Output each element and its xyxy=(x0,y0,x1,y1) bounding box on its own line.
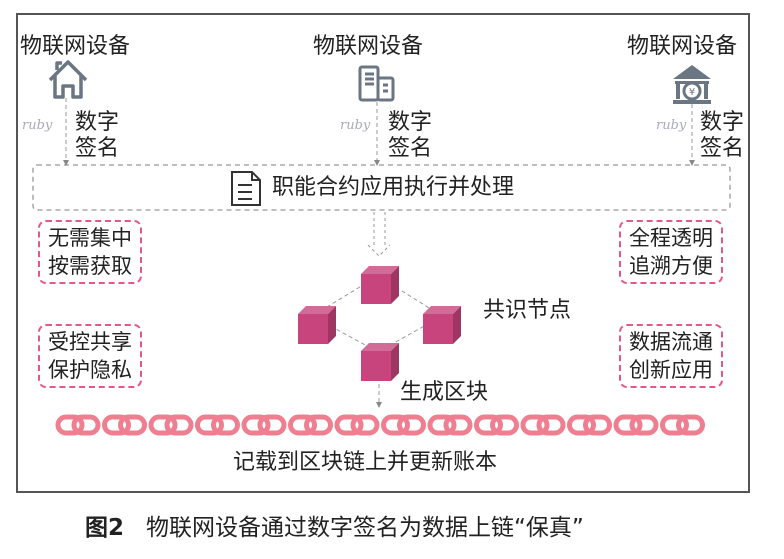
sign-label-1: 数字签名 xyxy=(75,110,120,161)
figure-caption: 图2 物联网设备通过数字签名为数据上链“保真” xyxy=(85,515,584,541)
consensus-node-cube xyxy=(423,306,461,344)
chain-link-icon xyxy=(148,414,194,436)
signature-3: ruby xyxy=(656,118,687,133)
chain-link-icon xyxy=(102,414,147,436)
generate-label: 生成区块 xyxy=(400,380,489,405)
chain-link-icon xyxy=(195,414,240,436)
signature-1: ruby xyxy=(22,118,53,133)
signature-2: ruby xyxy=(340,118,371,133)
chain-link-icon xyxy=(567,414,612,436)
document-icon xyxy=(231,171,261,206)
chain-link-icon xyxy=(241,414,287,436)
ledger-label: 记载到区块链上并更新账本 xyxy=(233,450,498,475)
feature-box-right-1: 全程透明追溯方便 xyxy=(619,220,723,284)
sign-label-3: 数字签名 xyxy=(700,110,745,161)
consensus-node-cube xyxy=(298,306,336,344)
feature-box-left-2: 受控共享保护隐私 xyxy=(38,324,142,388)
building-icon xyxy=(358,65,395,102)
svg-text:¥: ¥ xyxy=(689,87,695,98)
device-label-2: 物联网设备 xyxy=(313,34,424,59)
chain-link-icon xyxy=(613,414,659,436)
consensus-label: 共识节点 xyxy=(483,298,572,323)
chain-link-icon xyxy=(427,414,473,436)
contract-label: 职能合约应用执行并处理 xyxy=(272,175,515,200)
device-label-1: 物联网设备 xyxy=(20,34,131,59)
sign-label-2: 数字签名 xyxy=(388,110,433,161)
device-label-3: 物联网设备 xyxy=(627,34,738,59)
chain-link-icon xyxy=(55,414,101,436)
chain-link-icon xyxy=(520,414,566,436)
chain-link-icon xyxy=(381,414,426,436)
caption-text: 物联网设备通过数字签名为数据上链“保真” xyxy=(146,515,584,541)
chain-link-icon xyxy=(660,414,705,436)
blockchain-chain xyxy=(55,414,705,436)
caption-number: 图2 xyxy=(85,515,125,541)
diagram-frame xyxy=(16,13,750,493)
double-arrow xyxy=(367,212,391,257)
chain-link-icon xyxy=(334,414,380,436)
feature-box-right-2: 数据流通创新应用 xyxy=(619,324,723,388)
feature-box-left-1: 无需集中按需获取 xyxy=(38,220,142,284)
consensus-node-cube xyxy=(361,266,399,304)
chain-link-icon xyxy=(288,414,333,436)
bank-icon: ¥ xyxy=(673,65,711,104)
contract-box xyxy=(32,164,731,211)
consensus-node-cube xyxy=(361,343,399,381)
chain-link-icon xyxy=(474,414,519,436)
house-icon xyxy=(48,60,88,99)
